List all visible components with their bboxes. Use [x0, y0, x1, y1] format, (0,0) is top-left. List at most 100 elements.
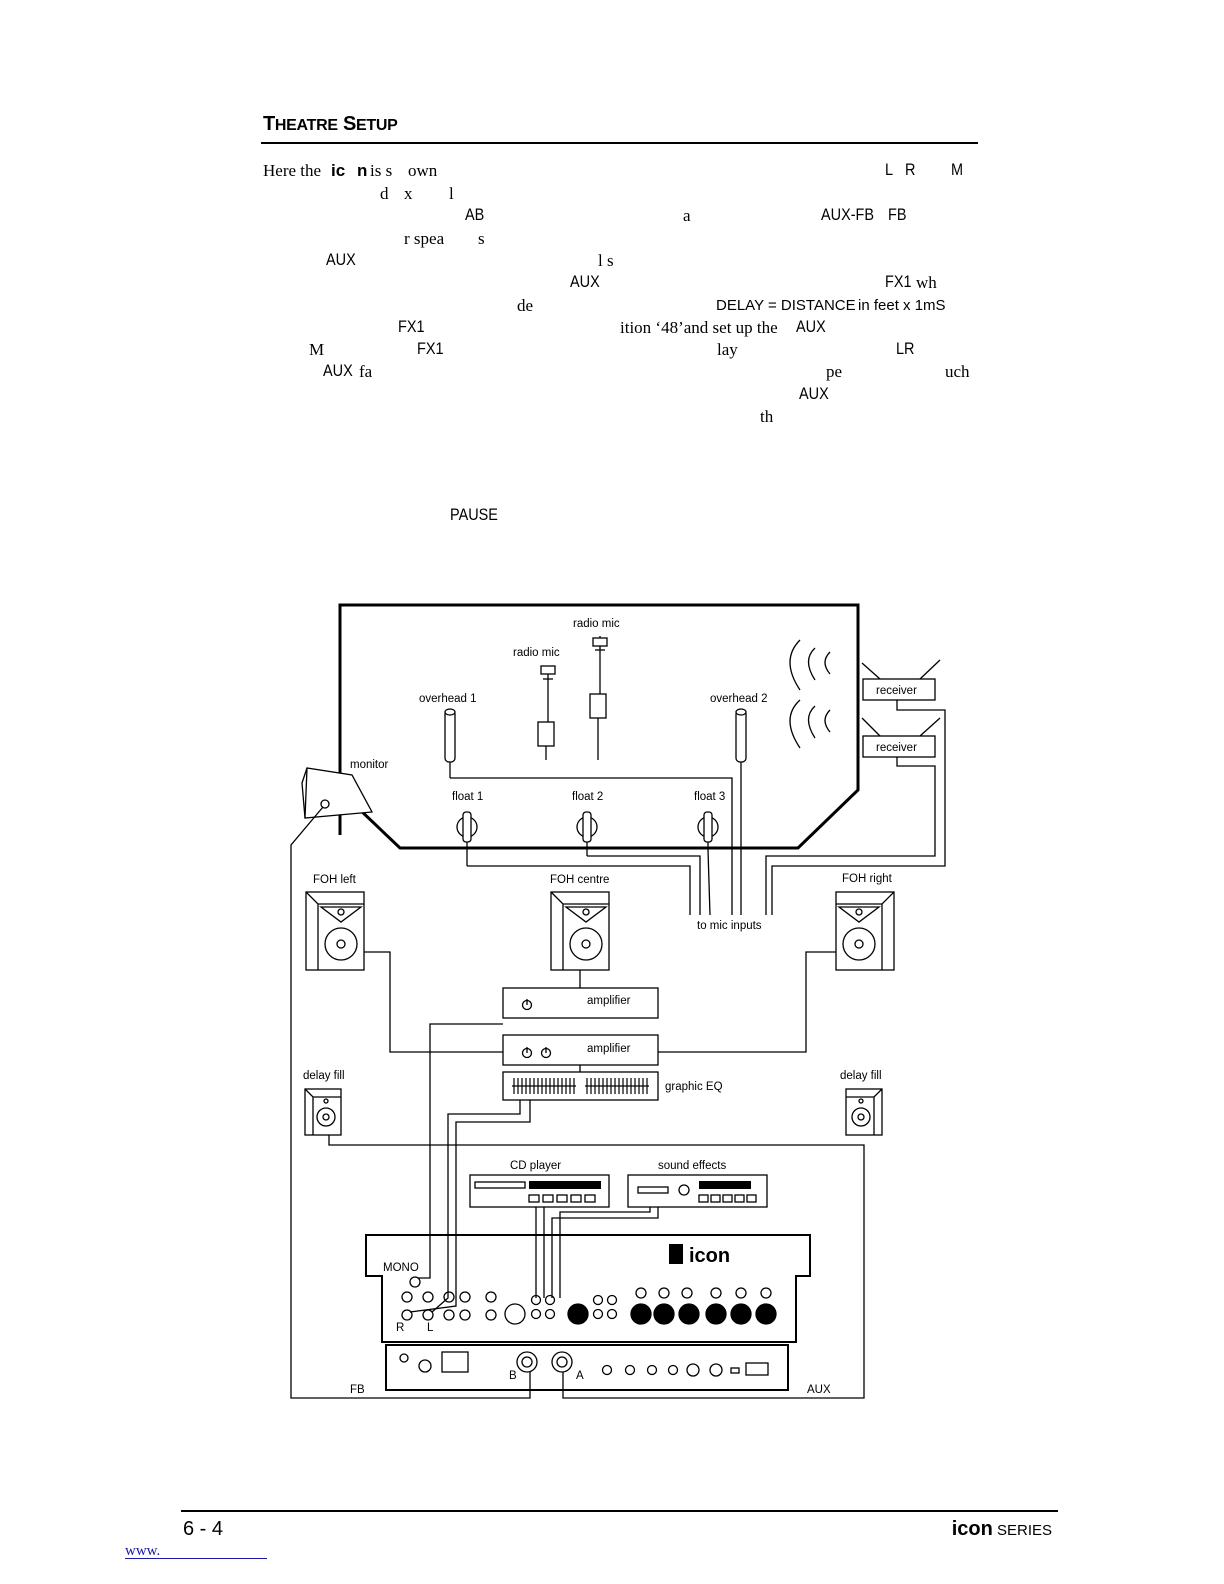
- a-label: A: [576, 1370, 584, 1382]
- float-3-label: float 3: [694, 791, 725, 803]
- power-knob-icon: [521, 999, 533, 1011]
- footer-brand: icon SERIES: [952, 1518, 1052, 1541]
- receiver-antenna-icon: [861, 659, 941, 737]
- footer-brand-series: SERIES: [992, 1522, 1052, 1539]
- float-mic-icon: [697, 811, 719, 850]
- body-text: uch: [945, 362, 970, 381]
- wireless-wave-icon: [789, 639, 831, 749]
- delay-fill-right-label: delay fill: [840, 1070, 882, 1082]
- body-term: AUX: [799, 384, 829, 403]
- body-text: lay: [717, 340, 738, 359]
- body-term: LR: [896, 339, 915, 358]
- body-text: th: [760, 407, 774, 426]
- body-term: AUX: [323, 361, 353, 380]
- signal-cables: [290, 806, 865, 1399]
- product-name: ic: [331, 161, 346, 180]
- body-text: de: [517, 296, 534, 315]
- body-term: M: [951, 160, 964, 179]
- body-term: AUX-FB: [821, 205, 874, 224]
- cd-player-label: CD player: [510, 1160, 561, 1172]
- mono-label: MONO: [383, 1262, 419, 1274]
- to-mic-inputs-label: to mic inputs: [697, 920, 762, 932]
- delay-formula: DELAY = DISTANCE: [716, 297, 856, 314]
- foh-right-speaker-icon: [835, 891, 895, 971]
- aux-label: AUX: [807, 1384, 831, 1396]
- console-jacks: [399, 1276, 777, 1377]
- body-text: fa: [359, 362, 373, 381]
- body-term: AUX: [570, 272, 600, 291]
- body-text: own: [408, 161, 438, 180]
- float-1-label: float 1: [452, 791, 483, 803]
- foh-right-label: FOH right: [842, 873, 893, 885]
- power-knob-icon: [521, 1047, 552, 1059]
- monitor-wedge-icon: [301, 767, 374, 819]
- body-text: a: [683, 206, 691, 225]
- pause-term: PAUSE: [450, 505, 498, 524]
- body-text: x: [404, 184, 413, 203]
- radio-mic-label: radio mic: [573, 618, 620, 630]
- body-text: s: [478, 229, 485, 248]
- delay-fill-right-speaker-icon: [845, 1088, 883, 1136]
- heading-heatre: HEATRE: [274, 117, 338, 134]
- website-link[interactable]: www.: [125, 1543, 161, 1559]
- heading-t: T: [263, 113, 275, 135]
- radio-mic-icon: [589, 636, 608, 732]
- sound-effects-box: [627, 1174, 768, 1208]
- body-term: FX1: [885, 272, 912, 291]
- stage-outline: [338, 603, 860, 850]
- body-text: l s: [598, 251, 614, 270]
- body-text: is s: [370, 161, 393, 180]
- body-text: pe: [826, 362, 843, 381]
- body-text: wh: [916, 273, 937, 292]
- product-name: n: [357, 161, 368, 180]
- amplifier-label: amplifier: [587, 995, 631, 1007]
- body-term: AUX: [796, 317, 826, 336]
- body-text: Here the: [263, 161, 322, 180]
- foh-centre-speaker-icon: [550, 891, 610, 971]
- l-label: L: [427, 1322, 434, 1334]
- sound-effects-controls: [637, 1181, 757, 1203]
- amplifier-1-box: [502, 987, 659, 1019]
- website-link-underline: [125, 1558, 267, 1559]
- b-label: B: [509, 1370, 517, 1382]
- delay-formula-unit: in feet x 1mS: [858, 297, 946, 314]
- page-number: 6 - 4: [183, 1518, 224, 1540]
- body-term: AB: [465, 205, 485, 224]
- float-mic-icon: [456, 811, 478, 866]
- mic-cables: [450, 700, 946, 916]
- receiver-box: [862, 678, 936, 701]
- float-2-label: float 2: [572, 791, 603, 803]
- foh-left-speaker-icon: [305, 891, 365, 971]
- heading-etup: ETUP: [356, 117, 398, 134]
- amplifier-label: amplifier: [587, 1043, 631, 1055]
- receiver-label: receiver: [876, 685, 917, 697]
- sound-effects-label: sound effects: [658, 1160, 726, 1172]
- heading-rule: [261, 142, 978, 144]
- delay-fill-left-label: delay fill: [303, 1070, 345, 1082]
- r-label: R: [396, 1322, 404, 1334]
- eq-sliders: [512, 1078, 649, 1094]
- radio-mic-label: radio mic: [513, 647, 560, 659]
- body-term: R: [905, 160, 916, 179]
- body-term: FB: [888, 205, 907, 224]
- radio-mic-icon: [537, 665, 556, 760]
- body-text: M: [309, 340, 325, 359]
- footer-brand-bold: icon: [951, 1518, 993, 1540]
- footer-rule: [181, 1510, 1058, 1512]
- overhead-2-label: overhead 2: [710, 693, 768, 705]
- mixing-console: [365, 1234, 811, 1391]
- monitor-label: monitor: [350, 759, 389, 771]
- heading-s: S: [342, 113, 357, 135]
- foh-centre-label: FOH centre: [550, 874, 609, 886]
- graphic-eq-label: graphic EQ: [665, 1081, 723, 1093]
- body-term: L: [885, 160, 894, 179]
- foh-left-label: FOH left: [313, 874, 357, 886]
- body-text: r spea: [404, 229, 445, 248]
- receiver-box: [862, 735, 936, 758]
- cd-player-controls: [474, 1181, 601, 1203]
- body-term: FX1: [398, 317, 425, 336]
- allen-heath-logo: icon: [669, 1244, 730, 1267]
- overhead-mic-icon: [444, 708, 456, 778]
- section-heading: THEATRE SETUP: [263, 113, 398, 136]
